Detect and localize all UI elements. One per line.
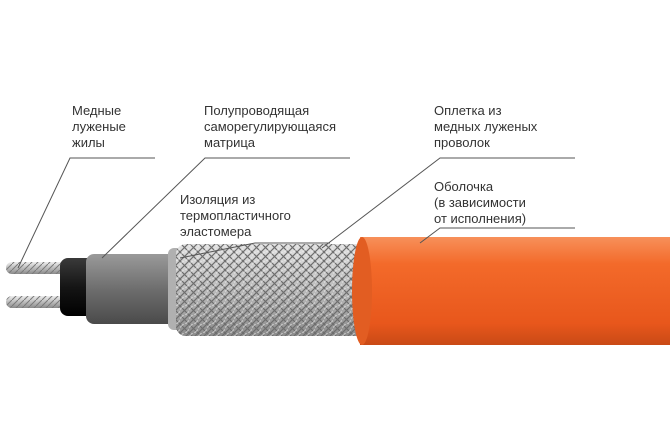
leader-line-conductors [17, 157, 155, 269]
leader-line-braid [321, 157, 575, 249]
label-outer-jacket: Оболочка (в зависимости от исполнения) [434, 179, 527, 226]
leader-line-insulation [179, 242, 330, 259]
leader-lines [17, 157, 575, 269]
label-elastomer-insulation: Изоляция из термопластичного эластомера [180, 192, 291, 239]
matrix-layer [86, 254, 176, 324]
outer-jacket [352, 237, 670, 345]
label-copper-tinned-conductors: Медные луженые жилы [72, 103, 126, 150]
copper-braid [176, 244, 376, 336]
conductor-wires [6, 262, 76, 308]
leader-line-matrix [101, 157, 350, 259]
leader-line-jacket [419, 227, 575, 244]
label-tinned-copper-braid: Оплетка из медных луженых проволок [434, 103, 538, 150]
label-self-regulating-matrix: Полупроводящая саморегулирующаяся матриц… [204, 103, 336, 150]
